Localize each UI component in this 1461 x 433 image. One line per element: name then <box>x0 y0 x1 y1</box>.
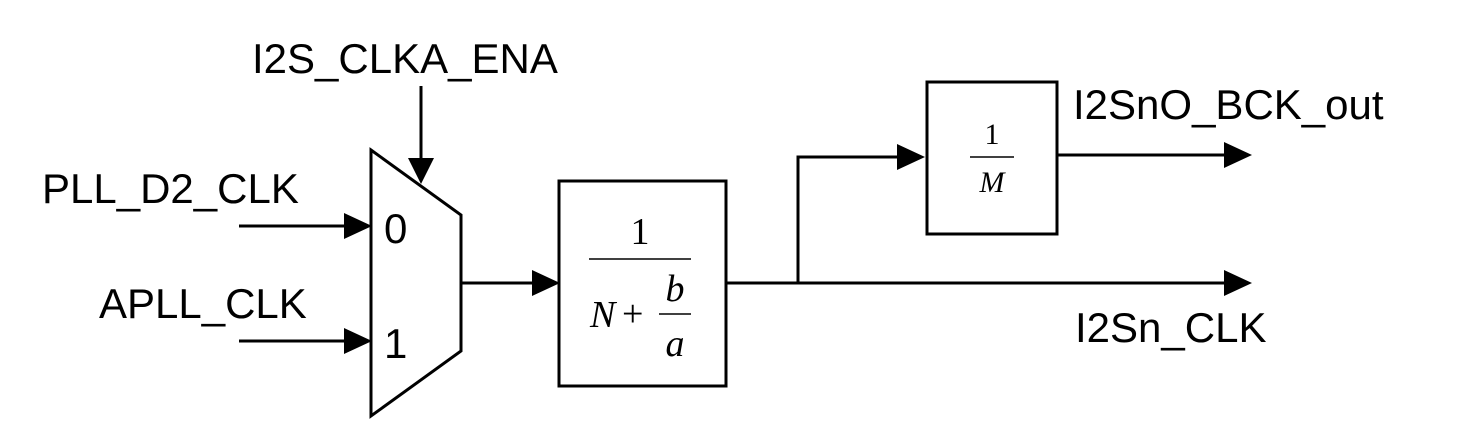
divider-m-numerator: 1 <box>985 118 1000 151</box>
mux-block <box>369 147 463 419</box>
select-signal-label: I2S_CLKA_ENA <box>252 35 558 82</box>
input-pll-d2-clk-arrowhead <box>344 213 372 239</box>
bck-output-arrowhead <box>1224 142 1252 168</box>
divider-m-block <box>925 80 1059 236</box>
clk-output-arrowhead <box>1224 270 1252 296</box>
divider-main-a: a <box>666 323 685 365</box>
input-pll-d2-clk-label: PLL_D2_CLK <box>42 165 299 212</box>
divider-main-plus: + <box>622 293 643 335</box>
branch-wire <box>796 155 899 283</box>
divider-main-block <box>557 179 728 388</box>
divider-main-b: b <box>666 268 685 310</box>
input-apll-clk-label: APLL_CLK <box>99 280 307 327</box>
divider-main-n: N <box>589 294 618 336</box>
input-apll-clk-arrowhead <box>344 328 372 354</box>
select-arrowhead <box>408 158 434 184</box>
mux-port-0-label: 0 <box>384 205 407 252</box>
divider-m-m: M <box>979 166 1007 199</box>
output-bck-out-label: I2SnO_BCK_out <box>1073 81 1384 128</box>
mux-port-1-label: 1 <box>384 320 407 367</box>
divider-main-numerator: 1 <box>631 211 650 253</box>
output-clk-label: I2Sn_CLK <box>1075 304 1266 351</box>
mux-output-arrowhead <box>532 270 560 296</box>
branch-arrowhead <box>897 144 925 170</box>
